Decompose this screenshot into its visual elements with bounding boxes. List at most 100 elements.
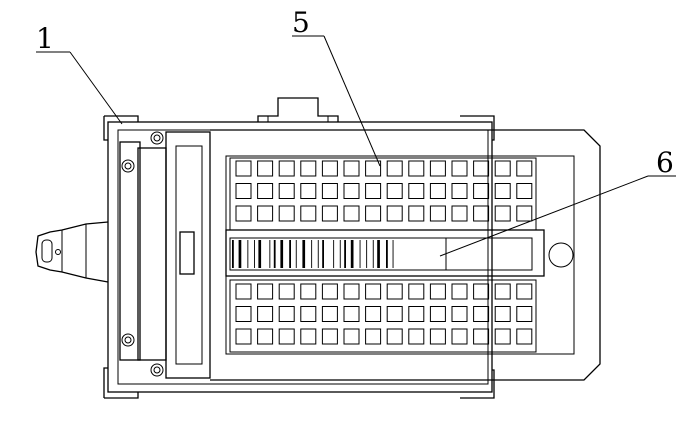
grid-cell <box>235 328 252 345</box>
barcode-bar <box>295 240 297 268</box>
barcode-bar <box>269 240 271 268</box>
grid-cell <box>257 328 274 345</box>
leader-5 <box>323 35 381 167</box>
grid-cell <box>343 306 360 322</box>
leader-6 <box>439 175 649 257</box>
grid-cell <box>429 205 446 222</box>
grid-cell <box>278 160 295 177</box>
grid-cell <box>408 328 425 345</box>
grid-cell <box>278 283 295 300</box>
barcode-bar <box>317 240 319 268</box>
grid-cell <box>278 183 295 199</box>
grid-cell <box>257 205 274 222</box>
grid-cell <box>516 205 533 222</box>
grid-cell <box>343 328 360 345</box>
grid-cell <box>408 205 425 222</box>
barcode-bar <box>289 240 291 268</box>
middle-strip <box>225 229 574 277</box>
barcode-bar <box>386 240 388 268</box>
grid-cell <box>257 160 274 177</box>
grid-cell <box>343 205 360 222</box>
grid-cell <box>516 183 533 199</box>
bottom-grid <box>235 283 533 345</box>
barcode-marks <box>232 240 394 268</box>
grid-cell <box>235 160 252 177</box>
barcode-bar <box>344 240 346 268</box>
grid-cell <box>451 283 468 300</box>
grid-cell <box>257 306 274 322</box>
grid-cell <box>386 283 403 300</box>
grid-cell <box>408 306 425 322</box>
grid-cell <box>429 328 446 345</box>
grid-cell <box>300 306 317 322</box>
grid-cell <box>235 205 252 222</box>
barcode-bar <box>333 240 335 268</box>
barcode-bar <box>302 240 306 268</box>
grid-cell <box>235 283 252 300</box>
leader-lines <box>36 35 676 257</box>
top-grid <box>235 160 533 222</box>
main-plate <box>210 129 601 381</box>
grid-cell <box>516 160 533 177</box>
grid-cell <box>365 205 382 222</box>
grid-cell <box>300 160 317 177</box>
grid-cell <box>473 160 490 177</box>
grid-cell <box>386 160 403 177</box>
grid-cell <box>386 205 403 222</box>
barcode-bar <box>280 240 284 268</box>
grid-cell <box>473 328 490 345</box>
grid-cell <box>321 306 338 322</box>
barcode-bar <box>366 240 368 268</box>
barcode-bar <box>359 240 361 268</box>
grid-cell <box>343 183 360 199</box>
grid-cell <box>473 283 490 300</box>
grid-cell <box>386 306 403 322</box>
grid-cell <box>300 183 317 199</box>
grid-cell <box>473 183 490 199</box>
barcode-bar <box>247 240 249 268</box>
barcode-bar <box>339 240 341 268</box>
grid-cell <box>451 306 468 322</box>
grid-cell <box>386 328 403 345</box>
barcode-bar <box>372 240 374 268</box>
grid-cell <box>321 160 338 177</box>
grid-cell <box>451 328 468 345</box>
grid-cell <box>257 283 274 300</box>
grid-cell <box>494 183 511 199</box>
grid-cell <box>365 183 382 199</box>
grid-cell <box>473 205 490 222</box>
grid-cell <box>343 160 360 177</box>
grid-cell <box>451 160 468 177</box>
grid-cell <box>365 328 382 345</box>
grid-cell <box>321 205 338 222</box>
barcode-bar <box>254 240 255 268</box>
grid-cell <box>365 306 382 322</box>
grid-cell <box>494 283 511 300</box>
barcode-bar <box>273 240 276 268</box>
grid-cell <box>408 160 425 177</box>
grid-cell <box>321 328 338 345</box>
grid-cell <box>343 283 360 300</box>
grid-cell <box>516 306 533 322</box>
label-6: 6 <box>656 146 674 179</box>
grid-cell <box>429 183 446 199</box>
grid-cell <box>321 283 338 300</box>
grid-cell <box>321 183 338 199</box>
barcode-bar <box>232 240 234 268</box>
base-frame <box>103 97 495 399</box>
grid-cell <box>278 306 295 322</box>
grid-cell <box>278 328 295 345</box>
grid-cell <box>365 160 382 177</box>
barcode-bar <box>238 240 242 268</box>
grid-cell <box>408 183 425 199</box>
label-5: 5 <box>292 6 310 39</box>
grid-cell <box>300 205 317 222</box>
grid-cell <box>516 283 533 300</box>
barcode-bar <box>258 240 262 268</box>
grid-cell <box>429 283 446 300</box>
grid-cell <box>494 205 511 222</box>
grid-cell <box>494 160 511 177</box>
grid-cell <box>300 328 317 345</box>
